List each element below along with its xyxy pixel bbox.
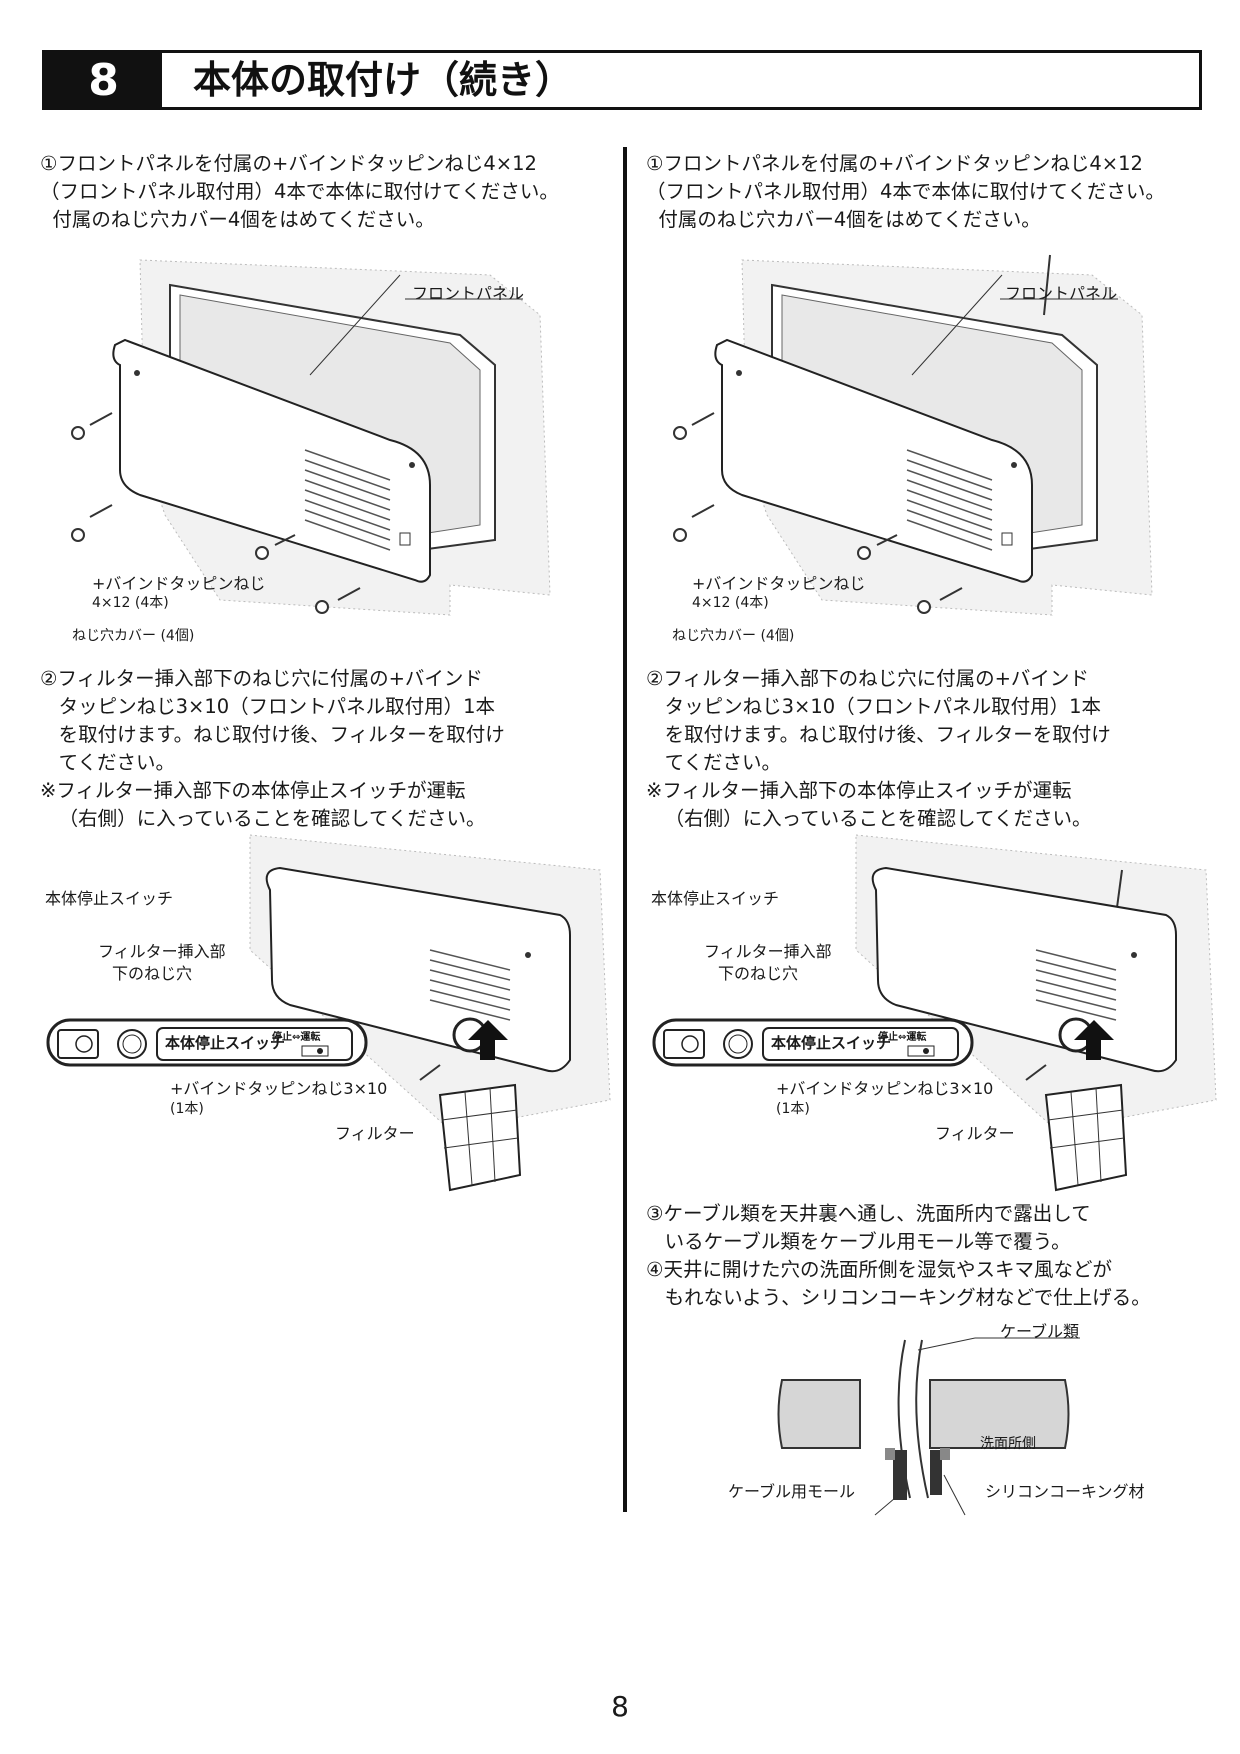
left-fig2-screw-label2: (1本) — [170, 1101, 204, 1117]
right-fig1-cover-label: ねじ穴カバー (4個) — [672, 628, 795, 644]
page-number: 8 — [611, 1690, 629, 1723]
right-fig2-filter-slot-label1: フィルター挿入部 — [704, 942, 832, 961]
right-fig1-illustration — [673, 254, 1153, 616]
left-step1-text: ①フロントパネルを付属の+バインドタッピンねじ4×12 （フロントパネル取付用）… — [40, 152, 559, 231]
right-fig1-screw-label2: 4×12 (4本) — [692, 595, 769, 611]
left-fig1-front-panel-label: フロントパネル — [412, 284, 525, 303]
right-step1-text: ①フロントパネルを付属の+バインドタッピンねじ4×12 （フロントパネル取付用）… — [646, 152, 1165, 231]
left-fig2-illustration — [46, 834, 611, 1192]
left-fig1-leader-line — [405, 298, 523, 300]
left-fig2-filter-slot-label1: フィルター挿入部 — [98, 942, 226, 961]
right-fig2-switch-state: 停止⇔運転 — [878, 1032, 927, 1043]
right-step34-text: ③ケーブル類を天井裏へ通し、洗面所内で露出して いるケーブル類をケーブル用モール… — [646, 1202, 1151, 1309]
right-fig2-screw-label2: (1本) — [776, 1101, 810, 1117]
right-fig1-leader-line — [1000, 298, 1118, 300]
right-fig2-filter-label: フィルター — [935, 1124, 1015, 1143]
left-fig1-screw-label2: 4×12 (4本) — [92, 595, 169, 611]
left-fig1-cover-label: ねじ穴カバー (4個) — [72, 628, 195, 644]
left-fig2-screw-label1: +バインドタッピンねじ3×10 — [170, 1079, 388, 1098]
column-divider — [623, 147, 627, 1512]
left-fig1-illustration — [71, 259, 551, 616]
right-fig1-screw-label1: +バインドタッピンねじ — [692, 574, 866, 593]
right-fig2-filter-slot-label2: 下のねじ穴 — [718, 964, 799, 983]
right-fig3-washroom-label: 洗面所側 — [980, 1436, 1036, 1452]
right-step2-text: ②フィルター挿入部下のねじ穴に付属の+バインド タッピンねじ3×10（フロントパ… — [646, 667, 1111, 830]
section-title: 本体の取付け（続き） — [193, 58, 574, 102]
right-fig3-caulking-label: シリコンコーキング材 — [985, 1482, 1145, 1501]
right-fig2-stop-switch-label: 本体停止スイッチ — [651, 889, 780, 908]
left-fig2-stop-switch-label: 本体停止スイッチ — [45, 889, 174, 908]
right-fig1-front-panel-label: フロントパネル — [1005, 284, 1118, 303]
right-fig2-illustration — [652, 834, 1217, 1192]
right-fig2-screw-label1: +バインドタッピンねじ3×10 — [776, 1079, 994, 1098]
left-fig2-filter-label: フィルター — [335, 1124, 415, 1143]
left-fig1-screw-label1: +バインドタッピンねじ — [92, 574, 266, 593]
right-fig3-molding-label: ケーブル用モール — [728, 1482, 856, 1501]
right-fig2-switch-label: 本体停止スイッチ — [771, 1034, 892, 1052]
right-fig3-cables-label: ケーブル類 — [1000, 1322, 1080, 1341]
left-fig2-switch-label: 本体停止スイッチ — [165, 1034, 286, 1052]
section-number: 8 — [45, 53, 162, 107]
left-fig2-switch-state: 停止⇔運転 — [272, 1032, 321, 1043]
right-fig3-illustration — [777, 1337, 1080, 1516]
left-fig2-filter-slot-label2: 下のねじ穴 — [112, 964, 193, 983]
section-header: 8 本体の取付け（続き） — [42, 50, 1202, 110]
left-step2-text: ②フィルター挿入部下のねじ穴に付属の+バインド タッピンねじ3×10（フロントパ… — [40, 667, 505, 830]
